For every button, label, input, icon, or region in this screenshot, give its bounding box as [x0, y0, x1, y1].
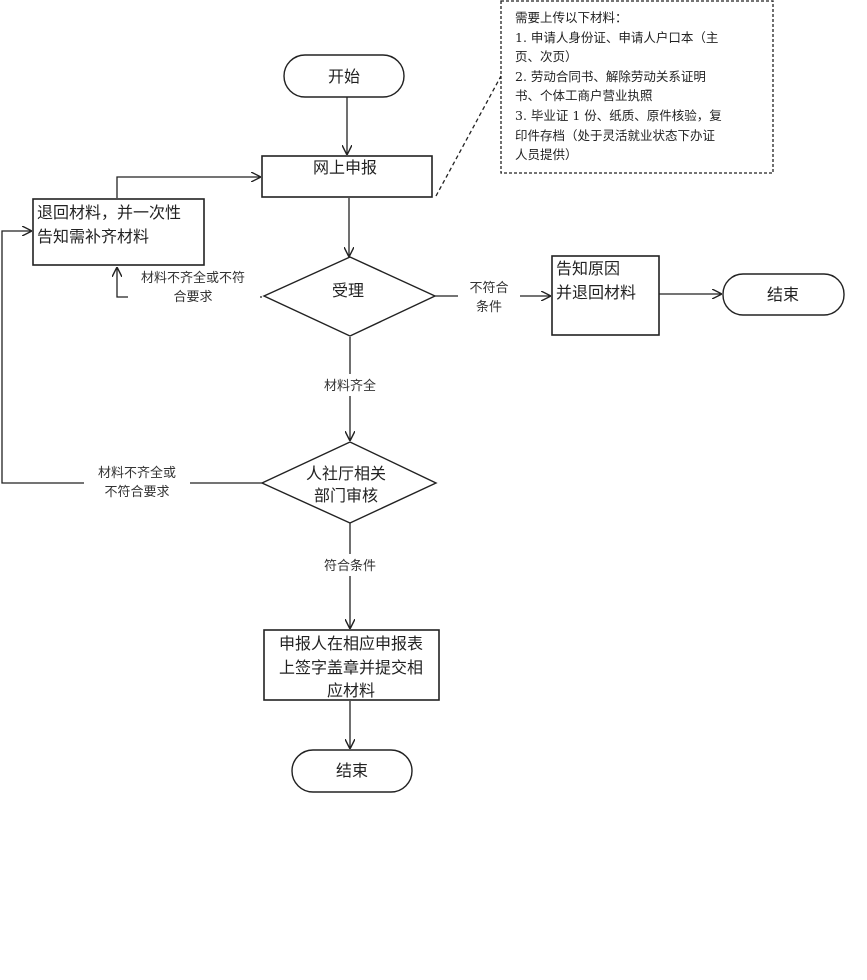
notify-reason-box: [551, 255, 660, 336]
note-line-1: 需要上传以下材料：: [515, 10, 628, 25]
start-terminal: [283, 54, 405, 98]
end-right-label: 结束: [767, 285, 799, 304]
accept-label: 受理: [332, 281, 364, 300]
review-line-1: 人社厅相关: [306, 464, 386, 483]
edge-label-not-qualified-line-1: 不符合: [469, 280, 508, 296]
note-line-5: 书、个体工商户营业执照: [515, 88, 653, 103]
sign-submit-line-1: 申报人在相应申报表: [279, 634, 423, 653]
note-line-3: 页、次页）: [515, 49, 578, 64]
note-connector: [435, 75, 502, 197]
note-line-2: 1. 申请人身份证、申请人户口本（主: [515, 30, 718, 45]
review-line-2: 部门审核: [314, 486, 378, 505]
edge-label-incomplete-1-line-2: 合要求: [173, 290, 212, 305]
edge-label-incomplete-2-line-1: 材料不齐全或: [98, 465, 176, 481]
return-materials-box: [32, 198, 205, 266]
start-label: 开始: [328, 67, 360, 86]
notify-reason-line-2: 并退回材料: [556, 283, 636, 302]
materials-note: [500, 0, 774, 174]
edge-label-qualified: 符合条件: [324, 558, 376, 574]
end-terminal-right: [722, 273, 845, 316]
accept-decision: [262, 256, 437, 337]
online-apply-label: 网上申报: [313, 158, 377, 177]
review-decision: [260, 441, 438, 524]
sign-submit-line-3: 应材料: [327, 681, 375, 700]
online-apply-box: [261, 155, 433, 198]
return-materials-line-2: 告知需补齐材料: [37, 227, 149, 246]
note-line-7: 印件存档（处于灵活就业状态下办证: [515, 128, 716, 143]
edge-label-not-qualified-line-2: 条件: [476, 299, 502, 315]
sign-submit-box: [263, 629, 440, 701]
note-line-8: 人员提供）: [515, 147, 578, 162]
edge-label-incomplete-1-line-1: 材料不齐全或不符: [141, 270, 245, 286]
edge-label-complete: 材料齐全: [324, 378, 376, 394]
edge-return-to-apply: [116, 177, 260, 198]
end-bottom-label: 结束: [336, 761, 368, 780]
edge-label-incomplete-2-line-2: 不符合要求: [104, 484, 169, 500]
notify-reason-line-1: 告知原因: [556, 259, 620, 278]
return-materials-line-1: 退回材料，并一次性: [37, 203, 181, 222]
note-line-4: 2. 劳动合同书、解除劳动关系证明: [515, 69, 706, 84]
note-line-6: 3. 毕业证 1 份、纸质、原件核验，复: [515, 108, 722, 123]
end-terminal-bottom: [291, 749, 413, 793]
sign-submit-line-2: 上签字盖章并提交相: [279, 658, 423, 677]
